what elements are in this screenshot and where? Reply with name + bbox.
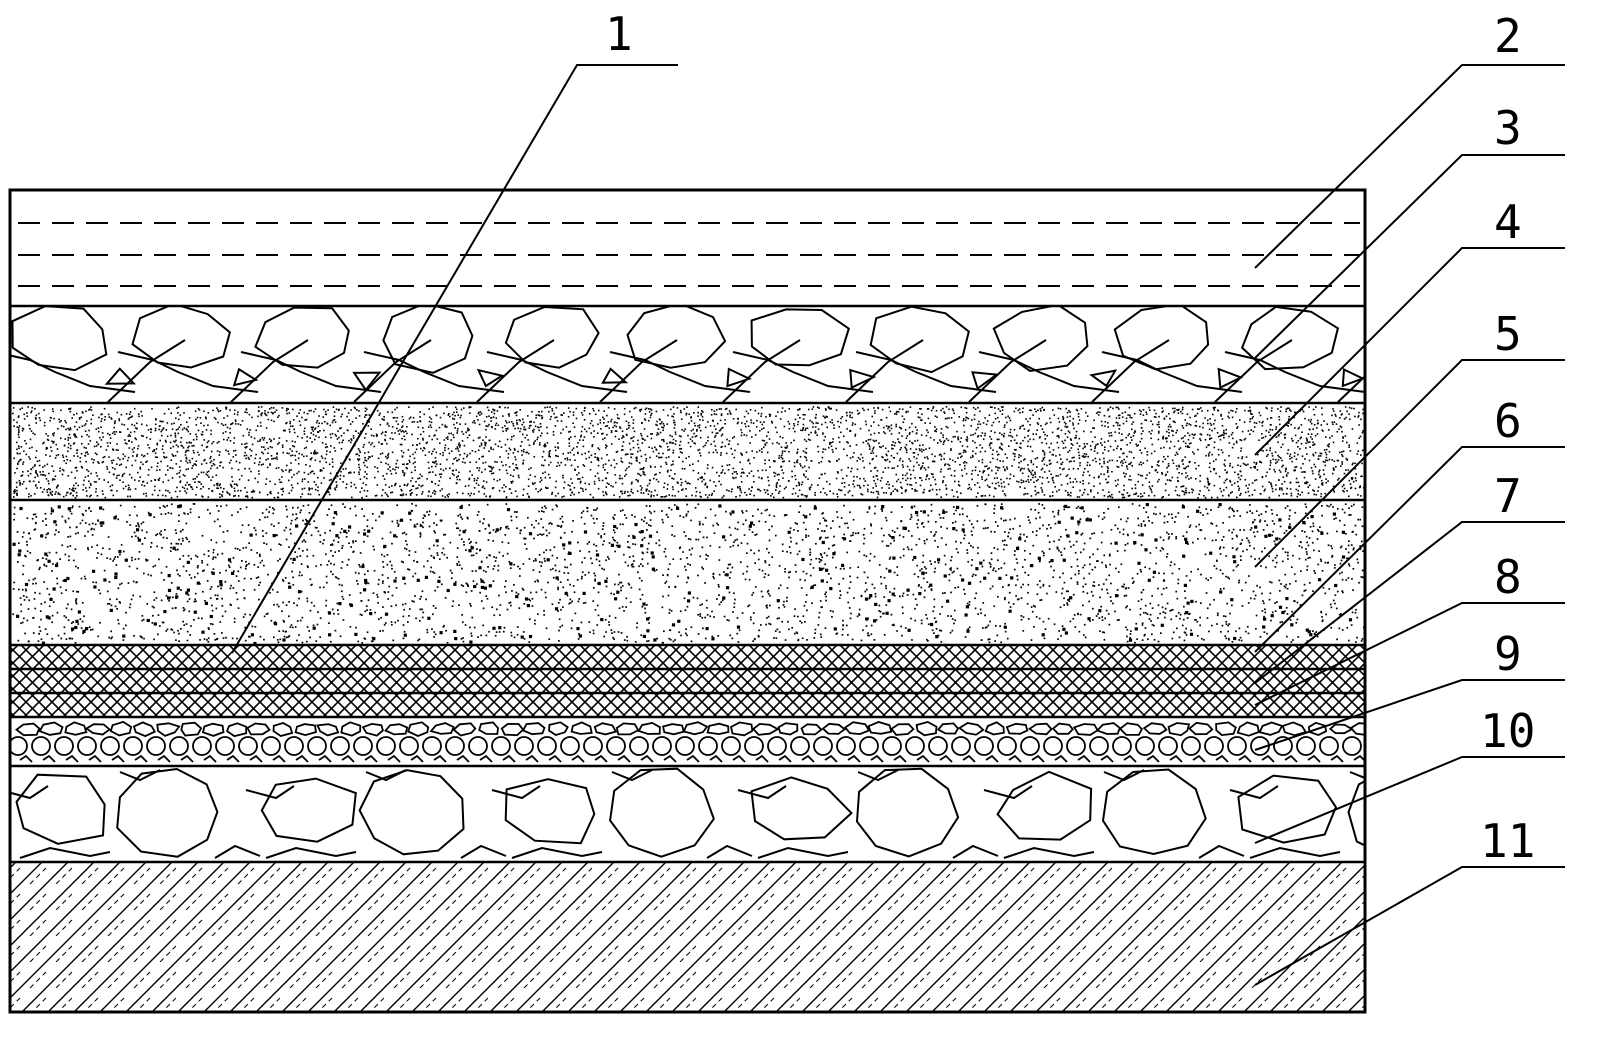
aggregate-edge — [1338, 340, 1415, 402]
layer-3-coarse-aggregate — [0, 303, 1415, 402]
aggregate-stone — [752, 309, 849, 365]
aggregate-chip — [1343, 370, 1363, 386]
callout-1: 1 — [605, 7, 633, 61]
leader-1 — [232, 65, 678, 653]
callout-2: 2 — [1494, 9, 1522, 63]
callout-11: 11 — [1480, 814, 1535, 868]
aggregate-stone — [871, 307, 969, 372]
aggregate-stone — [994, 305, 1088, 371]
callout-9: 9 — [1494, 627, 1522, 681]
aggregate-edge — [1092, 340, 1169, 402]
layer-9-gravel — [9, 722, 1375, 762]
callout-8: 8 — [1494, 550, 1522, 604]
layer-4-fine-sand — [12, 406, 1365, 499]
callout-7: 7 — [1494, 469, 1522, 523]
layer-10-cobbles — [0, 768, 1490, 858]
aggregate-chip — [1219, 369, 1241, 388]
layer-2-water — [18, 223, 1360, 286]
aggregate-edge — [0, 352, 135, 392]
aggregate-stone — [628, 304, 726, 368]
aggregate-stone — [1115, 304, 1208, 369]
callout-6: 6 — [1494, 394, 1522, 448]
aggregate-chip — [479, 370, 503, 386]
layer-6-7-8-crosshatch — [10, 646, 1365, 716]
callout-5: 5 — [1494, 307, 1522, 361]
callout-10: 10 — [1480, 704, 1535, 758]
aggregate-stone — [13, 306, 107, 370]
callout-3: 3 — [1494, 101, 1522, 155]
aggregate-edge — [477, 340, 554, 402]
aggregate-chip — [727, 369, 749, 386]
aggregate-edge — [354, 340, 431, 402]
callout-4: 4 — [1494, 195, 1522, 249]
leader-5 — [1255, 360, 1565, 567]
layer-5-sand — [12, 503, 1364, 645]
aggregate-edge — [846, 340, 923, 402]
aggregate-chip — [234, 369, 256, 385]
aggregate-edge — [108, 340, 185, 402]
layer-11-subsoil — [10, 863, 1365, 1011]
